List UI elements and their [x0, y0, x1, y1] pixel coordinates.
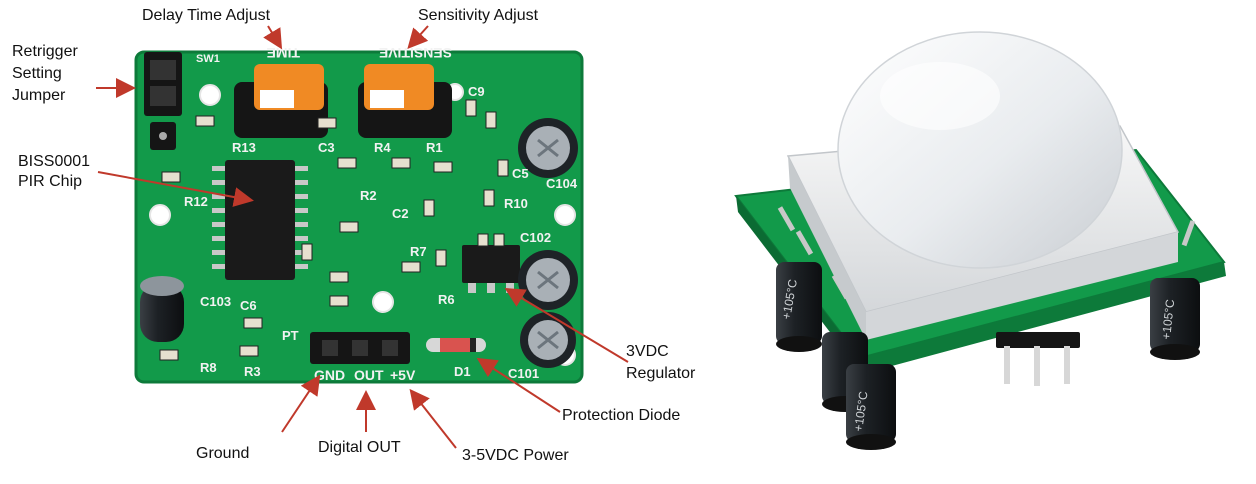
svg-text:+105°C: +105°C: [779, 278, 800, 321]
arrow-delay: [263, 25, 283, 50]
retrigger-jumper: [144, 52, 182, 150]
silkscreen-labels: TIME SENSITIVE SW1 R13 C3 R4 R1 C9 C104 …: [184, 45, 578, 383]
biss0001-chip: [212, 160, 308, 280]
silk-c101: C101: [508, 366, 539, 381]
silk-vcc: +5V: [390, 367, 416, 383]
silk-sw1: SW1: [196, 53, 220, 65]
label-retrigger-line1: Retrigger: [12, 43, 78, 60]
label-sensitivity-adjust: Sensitivity Adjust: [418, 7, 539, 24]
silk-r1: R1: [426, 140, 443, 155]
silk-r3: R3: [244, 364, 261, 379]
svg-text:+105°C: +105°C: [851, 390, 871, 432]
capacitor-c101: [520, 312, 576, 368]
capacitor-c102: [518, 250, 578, 310]
silk-r12: R12: [184, 194, 208, 209]
silk-r10: R10: [504, 196, 528, 211]
module-capacitor: +105°C: [1150, 278, 1200, 360]
silk-r2: R2: [360, 188, 377, 203]
label-power: 3-5VDC Power: [462, 447, 569, 464]
silk-c102: C102: [520, 230, 551, 245]
silk-r4: R4: [374, 140, 391, 155]
silk-c103: C103: [200, 294, 231, 309]
delay-time-potentiometer: [234, 64, 328, 138]
label-ground: Ground: [196, 445, 250, 462]
pir-module-3d: +105°C +105°C +105°C: [734, 31, 1226, 450]
mounting-hole: [372, 291, 394, 313]
silk-r6: R6: [438, 292, 455, 307]
label-regulator-line2: Regulator: [626, 365, 696, 382]
mounting-hole: [554, 204, 576, 226]
svg-text:+105°C: +105°C: [1159, 298, 1177, 340]
capacitor-c104: [518, 118, 578, 178]
module-pins: [996, 332, 1080, 386]
label-retrigger-line3: Jumper: [12, 87, 66, 104]
silk-c104: C104: [546, 176, 578, 191]
silk-out: OUT: [354, 367, 384, 383]
regulator-chip: [462, 245, 520, 293]
silk-d1: D1: [454, 364, 471, 379]
arrow-ground: [281, 374, 321, 433]
mounting-hole: [199, 84, 221, 106]
mounting-hole: [149, 204, 171, 226]
arrow-diode: [476, 357, 561, 413]
arrow-power: [409, 388, 457, 449]
label-chip-line1: BISS0001: [18, 153, 91, 170]
protection-diode: [426, 338, 486, 352]
silk-sensitive: SENSITIVE: [379, 45, 452, 61]
silk-pt: PT: [282, 328, 299, 343]
silk-r8: R8: [200, 360, 217, 375]
silk-c2: C2: [392, 206, 409, 221]
smd-components: [159, 99, 509, 361]
capacitor-c103: [140, 276, 184, 342]
label-chip-line2: PIR Chip: [18, 173, 83, 190]
label-digital-out: Digital OUT: [318, 439, 401, 456]
arrow-chip: [97, 171, 254, 207]
arrow-sensitivity: [407, 25, 429, 49]
label-protection-diode: Protection Diode: [562, 407, 681, 424]
module-capacitor: +105°C: [776, 262, 822, 352]
callout-arrows: [96, 25, 629, 449]
fresnel-dome: [837, 31, 1123, 269]
silk-r7: R7: [410, 244, 427, 259]
output-header: [310, 332, 410, 364]
label-regulator-line1: 3VDC: [626, 343, 669, 360]
silk-r13: R13: [232, 140, 256, 155]
silk-c5: C5: [512, 166, 529, 181]
label-retrigger-line2: Setting: [12, 65, 62, 82]
label-delay-time-adjust: Delay Time Adjust: [142, 7, 271, 24]
silk-c3: C3: [318, 140, 335, 155]
sensitivity-potentiometer: [358, 64, 452, 138]
arrow-regulator: [504, 287, 629, 363]
silk-c9: C9: [468, 84, 485, 99]
silk-c6: C6: [240, 298, 257, 313]
module-capacitor: +105°C: [846, 364, 896, 450]
silk-time: TIME: [267, 45, 300, 61]
silk-gnd: GND: [314, 367, 345, 383]
